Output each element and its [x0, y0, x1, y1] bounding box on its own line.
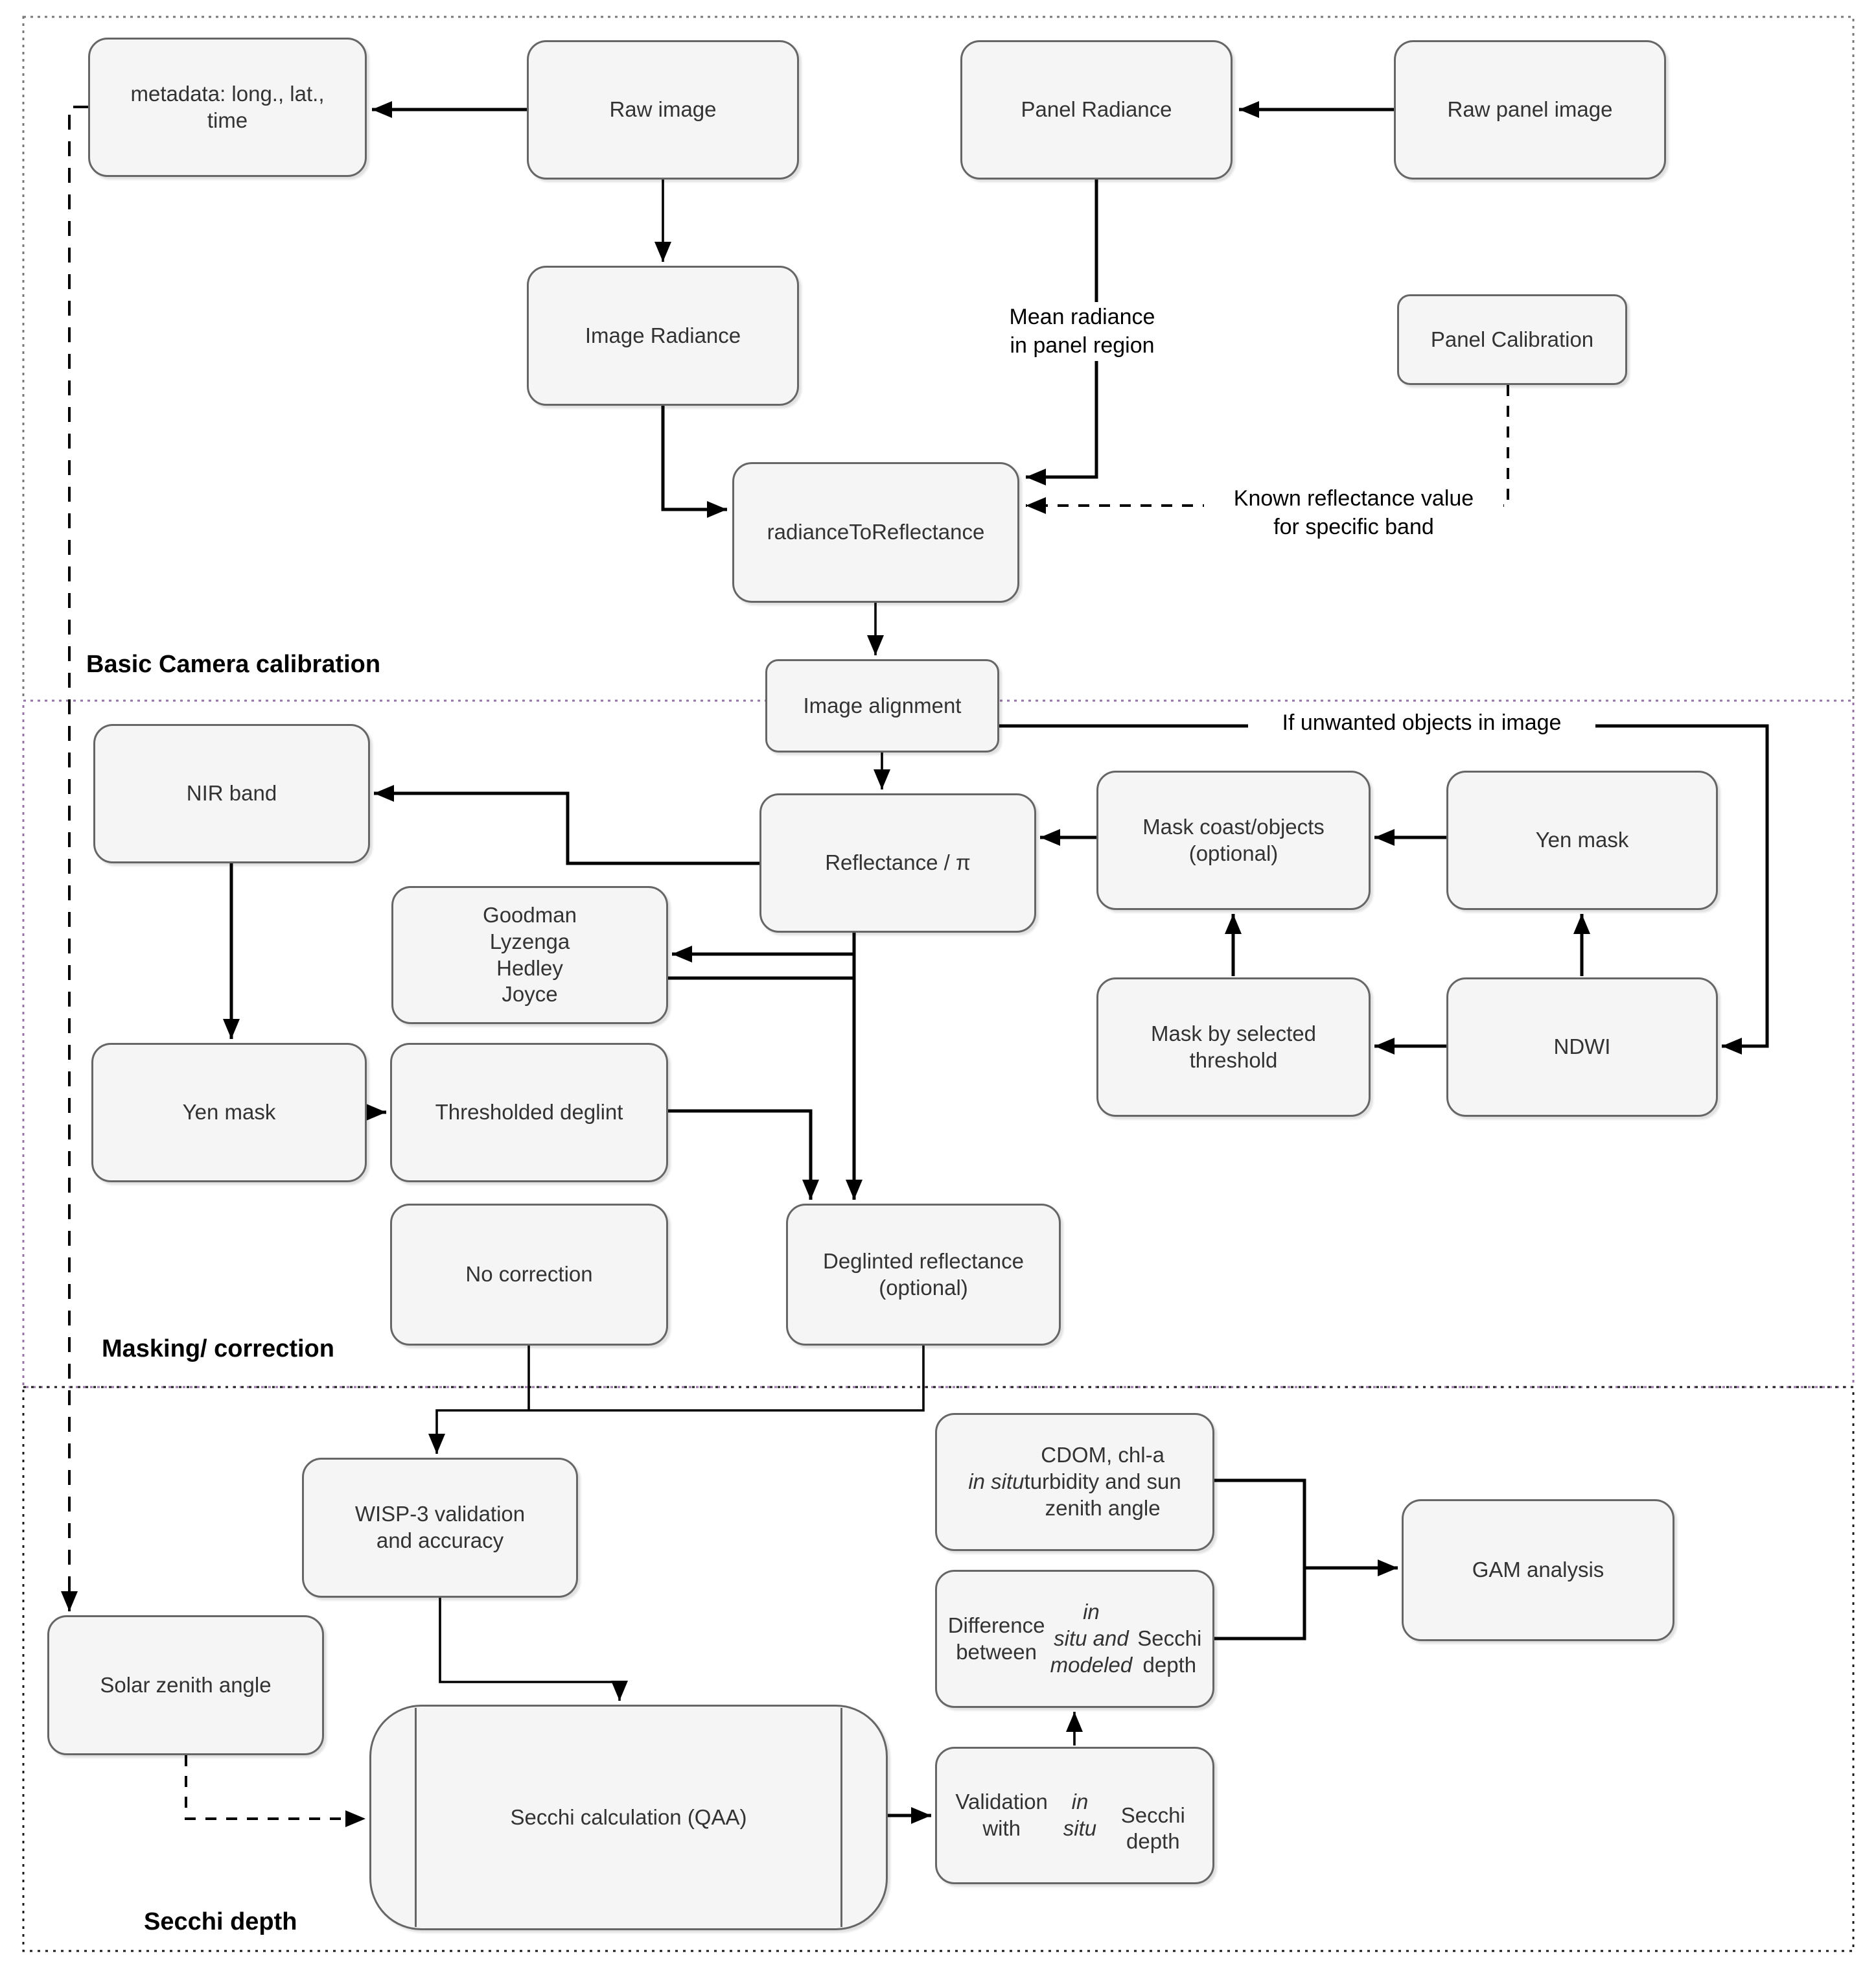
edge-metadata-solarzenith-dashed: [61, 106, 88, 1611]
section-label-secchi: Secchi depth: [144, 1908, 297, 1935]
node-reflectance-pi: Reflectance / π: [759, 793, 1036, 933]
edge-label-mean-radiance: Mean radiance in panel region: [958, 302, 1207, 362]
edge-solarzenith-secchicalc-dashed: [185, 1755, 365, 1827]
edge-panelcalibration-rad2refl-dashed: [1026, 385, 1509, 514]
node-goodman-lyzenga-hedley-joyce: Goodman Lyzenga Hedley Joyce: [391, 886, 668, 1024]
secchi-calculation-label: Secchi calculation (QAA): [510, 1804, 747, 1829]
node-ndwi: NDWI: [1446, 977, 1718, 1117]
node-insitu-cdom: in situ CDOM, chl-a turbidity and sun ze…: [935, 1413, 1214, 1551]
edge-difference-join: [1214, 1568, 1306, 1640]
node-raw-image: Raw image: [527, 40, 799, 180]
node-secchi-calculation: Secchi calculation (QAA): [369, 1705, 888, 1930]
node-yen-mask-left: Yen mask: [91, 1043, 367, 1182]
edge-panelradiance-rad2refl: [1026, 180, 1098, 485]
edge-deglinted-wisp3: [428, 1346, 925, 1454]
node-deglinted-reflectance: Deglinted reflectance (optional): [786, 1204, 1061, 1346]
node-image-alignment: Image alignment: [765, 659, 999, 753]
node-gam-analysis: GAM analysis: [1402, 1499, 1674, 1641]
process-right-bar: [840, 1708, 842, 1927]
node-metadata: metadata: long., lat., time: [88, 38, 367, 177]
node-difference-secchi: Difference between in situ and modeled S…: [935, 1570, 1214, 1708]
node-mask-coast: Mask coast/objects (optional): [1096, 771, 1371, 910]
edge-label-known-reflectance: Known reflectance value for specific ban…: [1204, 484, 1503, 543]
process-left-bar: [415, 1708, 417, 1927]
node-solar-zenith-angle: Solar zenith angle: [47, 1615, 324, 1755]
edge-thresholded-deglinted: [668, 1109, 819, 1200]
edge-cdom-join: [1214, 1478, 1306, 1568]
node-yen-mask-right: Yen mask: [1446, 771, 1718, 910]
node-no-correction: No correction: [390, 1204, 668, 1346]
edge-reflectance-nirband: [374, 785, 759, 865]
node-mask-threshold: Mask by selected threshold: [1096, 977, 1371, 1117]
node-image-radiance: Image Radiance: [527, 266, 799, 406]
node-thresholded-deglint: Thresholded deglint: [390, 1043, 668, 1182]
node-nir-band: NIR band: [93, 724, 370, 863]
node-validation-insitu: Validation with in situ Secchi depth: [935, 1747, 1214, 1884]
node-raw-panel-image: Raw panel image: [1394, 40, 1666, 180]
edge-label-if-unwanted: If unwanted objects in image: [1248, 708, 1595, 739]
section-label-basic-camera: Basic Camera calibration: [86, 651, 381, 678]
edge-imageradiance-rad2refl: [661, 406, 727, 518]
node-panel-radiance: Panel Radiance: [960, 40, 1233, 180]
edge-wisp3-secchicalc: [439, 1598, 628, 1701]
node-panel-calibration: Panel Calibration: [1397, 294, 1627, 385]
section-label-masking: Masking/ correction: [102, 1335, 334, 1362]
node-radiance-to-reflectance: radianceToReflectance: [732, 462, 1019, 603]
node-wisp3-validation: WISP-3 validation and accuracy: [302, 1458, 578, 1598]
